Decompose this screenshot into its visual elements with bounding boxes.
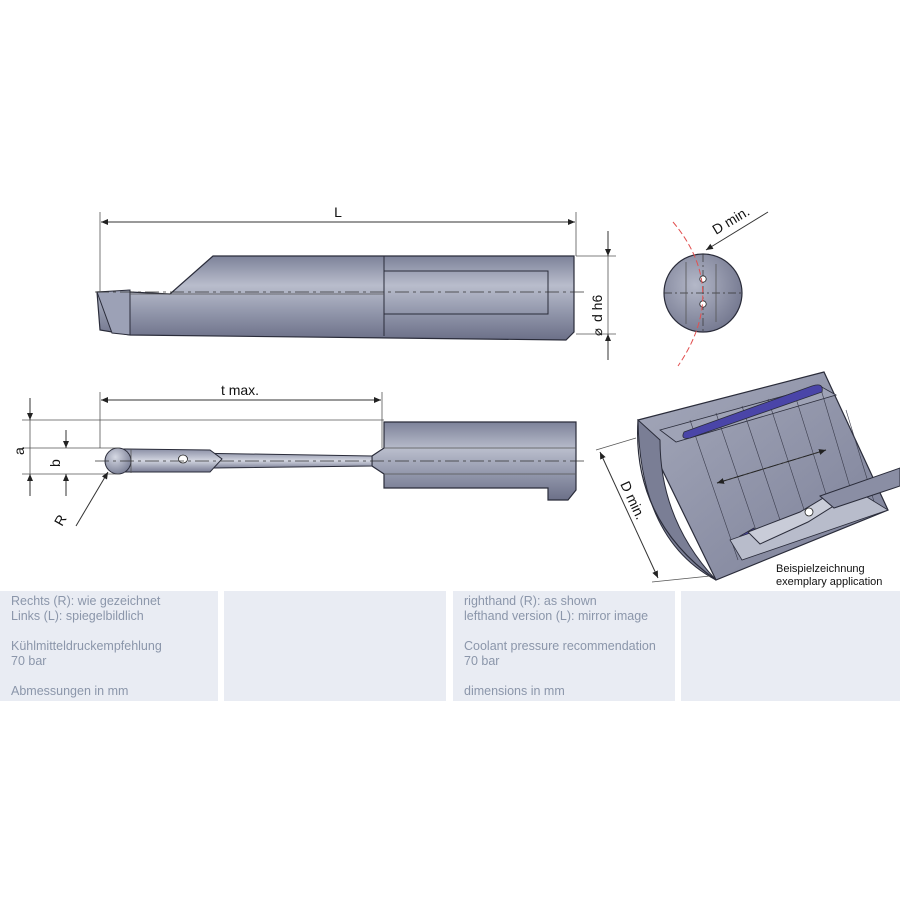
application-view: D min.	[595, 371, 900, 583]
dimension-d-h6: d h6 ⌀	[576, 231, 616, 360]
coolant-hole-icon	[804, 507, 814, 517]
dimension-R: R	[51, 471, 109, 529]
label-L: L	[334, 204, 342, 220]
info-de-line-2: Links (L): spiegelbildlich	[11, 609, 144, 623]
top-view-tool	[95, 255, 585, 341]
bottom-view-tool	[95, 421, 585, 501]
info-panel-empty-1	[224, 591, 446, 701]
coolant-hole-icon	[699, 300, 707, 308]
dimension-L: L	[99, 204, 577, 292]
label-a: a	[11, 447, 27, 455]
info-de-line-3: Kühlmitteldruckempfehlung	[11, 639, 162, 653]
end-view: D min.	[663, 203, 769, 367]
label-b: b	[47, 459, 63, 467]
label-t-max: t max.	[221, 382, 259, 398]
info-en-line-5: dimensions in mm	[464, 684, 565, 698]
info-en-line-2: lefthand version (L): mirror image	[464, 609, 649, 623]
info-panel-german: Rechts (R): wie gezeichnet Links (L): sp…	[0, 591, 218, 701]
caption-exemplary-application: exemplary application	[776, 576, 882, 588]
diameter-symbol: ⌀	[590, 328, 605, 336]
label-d-h6: d h6	[589, 295, 605, 322]
info-panel-english: righthand (R): as shown lefthand version…	[453, 591, 675, 701]
info-de-line-4: 70 bar	[11, 654, 47, 668]
info-en-line-4: 70 bar	[464, 654, 500, 668]
dimension-t-max: t max.	[99, 382, 383, 448]
label-R: R	[51, 512, 70, 529]
coolant-hole-icon	[699, 275, 707, 283]
info-de-line-5: Abmessungen in mm	[11, 684, 129, 698]
caption-beispielzeichnung: Beispielzeichnung	[776, 563, 865, 575]
technical-drawing: L d h6 ⌀ D min.	[11, 203, 900, 588]
info-en-line-1: righthand (R): as shown	[464, 594, 597, 608]
label-D-min-end: D min.	[709, 203, 752, 238]
coolant-hole-icon	[178, 454, 188, 464]
info-panel-empty-2	[681, 591, 900, 701]
dimension-a-b: a b	[11, 398, 384, 496]
info-de-line-1: Rechts (R): wie gezeichnet	[11, 594, 161, 608]
info-en-line-3: Coolant pressure recommendation	[464, 639, 656, 653]
